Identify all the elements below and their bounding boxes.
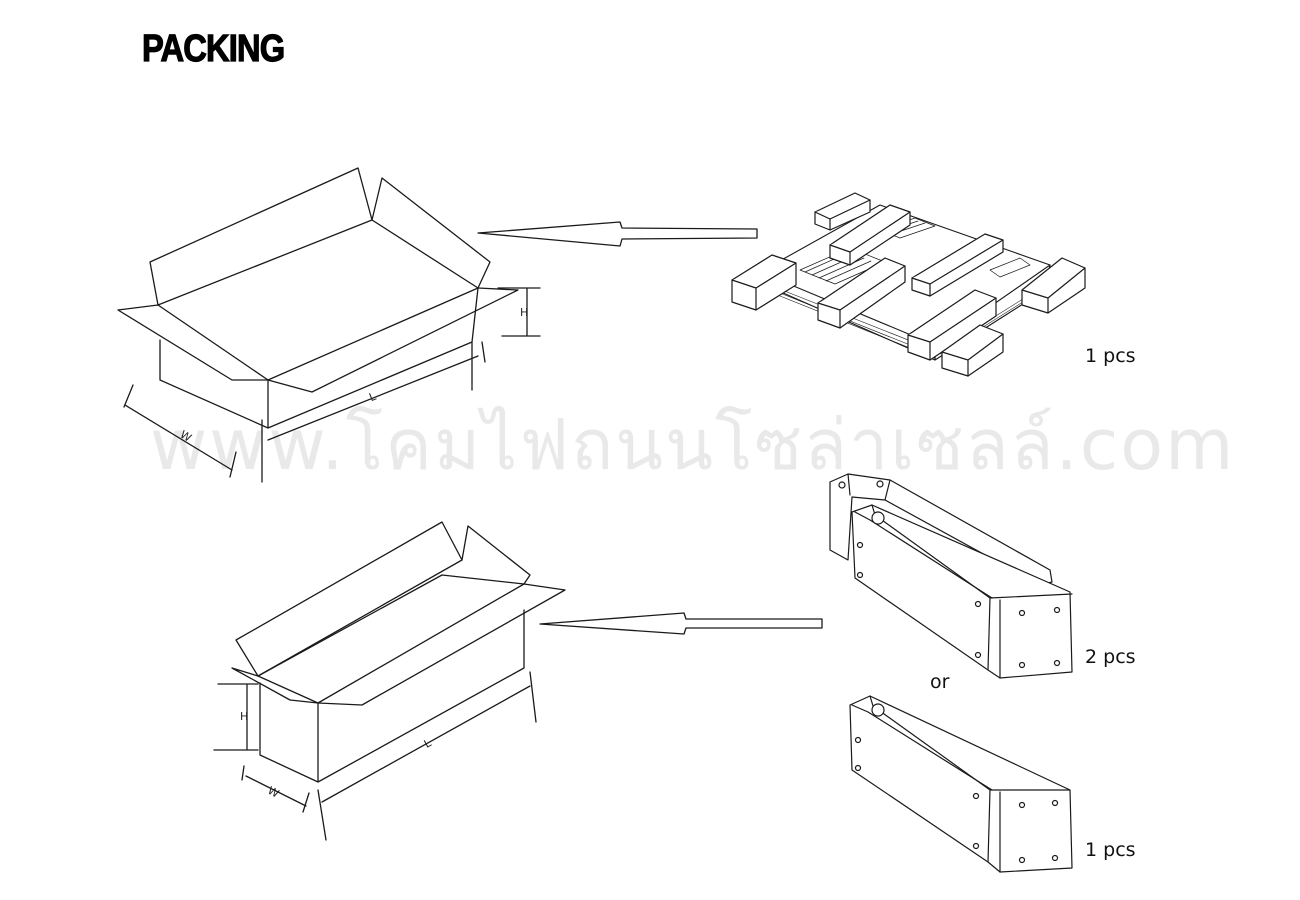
open-box-top-icon: W L H: [117, 167, 541, 483]
length-label-bottom: L: [422, 736, 434, 751]
length-label-top: L: [367, 389, 378, 404]
open-box-bottom-icon: H W L: [213, 521, 566, 841]
or-label: or: [930, 671, 950, 693]
height-label-bottom: H: [240, 710, 248, 723]
quantity-label-mid: 2 pcs: [1085, 646, 1136, 668]
quantity-label-bottom: 1 pcs: [1085, 839, 1136, 861]
width-label-top: W: [178, 428, 194, 445]
led-module-icon: [731, 192, 1086, 377]
lamp-housing-pair-icon: [829, 473, 1073, 679]
lamp-housing-single-icon: [849, 695, 1073, 873]
quantity-label-top: 1 pcs: [1085, 345, 1136, 367]
height-label-top: H: [520, 306, 528, 319]
arrow-left-icon-bottom: [539, 612, 823, 635]
arrow-left-icon-top: [477, 221, 758, 247]
watermark: www.โคมไฟถนนโซล่าเซลล์.com: [150, 404, 1236, 486]
page-title: PACKING: [141, 28, 285, 70]
